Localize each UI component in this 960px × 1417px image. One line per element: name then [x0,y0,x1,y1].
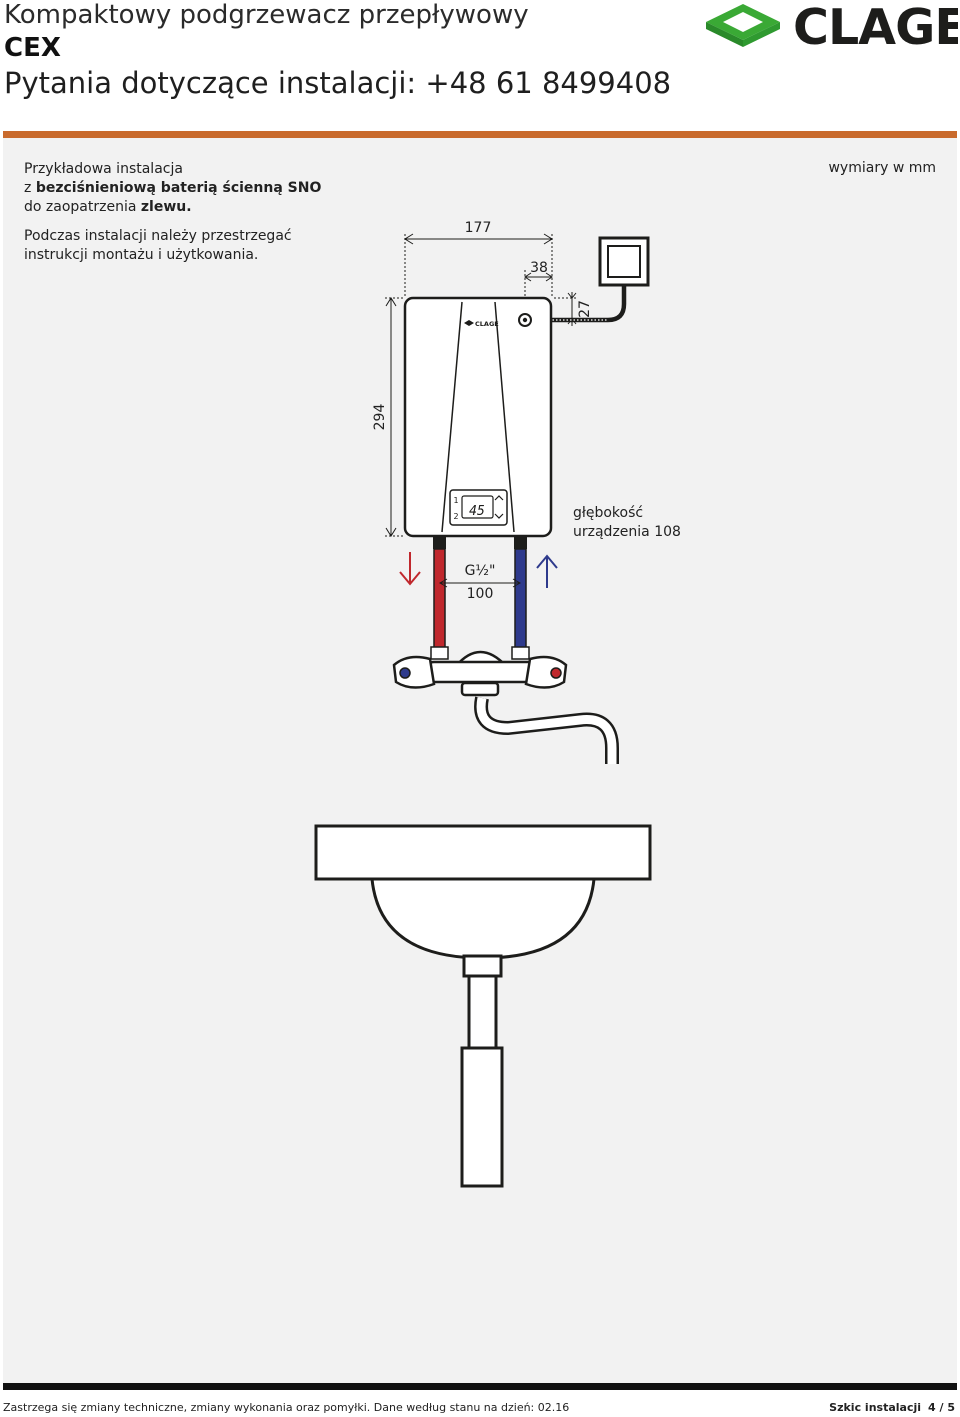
intro-text: Przykładowa instalacja z bezciśnieniową … [24,160,321,265]
water-heater: CLAGE 45 1 2 [403,296,553,538]
width-label: 177 [465,220,492,236]
page-header: Kompaktowy podgrzewacz przepływowy CEX P… [0,0,960,130]
footer-section: Szkic instalacji [829,1401,922,1414]
pipe-spacing-label: 100 [467,586,494,602]
program-button-1: 1 [453,496,458,505]
width-dimension [404,233,553,296]
model-name: CEX [4,33,61,63]
footer-disclaimer: Zastrzega się zmiany techniczne, zmiany … [3,1401,570,1414]
heater-brand-text: CLAGE [475,320,499,328]
clage-logo-mark [706,4,780,47]
depth-label-line-1: głębokość [573,505,643,521]
wall-faucet [392,650,619,764]
installation-drawing: 177 38 27 294 CLAGE 45 1 2 głębokość ur [314,220,681,1188]
top-offset-label: 27 [577,300,593,318]
intro-line-2: z bezciśnieniową baterią ścienną SNO [24,180,322,196]
footer-page-info: Szkic instalacji 4 / 5 [829,1401,955,1414]
page-title: Kompaktowy podgrzewacz przepływowy [4,0,529,30]
pipe-spacing-dimension [438,578,522,588]
hot-water-pipe [430,537,449,660]
program-button-2: 2 [453,512,458,521]
footer-rule [3,1383,957,1390]
side-offset-label: 38 [530,260,548,276]
units-label: wymiary w mm [828,160,936,176]
height-dimension [385,297,404,537]
control-display: 45 1 2 [449,489,508,526]
contact-line: Pytania dotyczące instalacji: +48 61 849… [4,66,672,100]
cold-water-pipe [511,537,530,660]
thread-label: G½" [465,563,496,579]
footer-page-number: 4 / 5 [928,1401,955,1414]
arrow-up-icon [494,495,504,501]
cold-flow-arrow-icon [536,554,558,588]
arrow-down-icon [494,513,504,519]
junction-box [598,236,650,287]
clage-logo: CLAGE [706,0,958,50]
display-value: 45 [469,504,485,519]
clage-logo-text: CLAGE [793,0,958,50]
height-label: 294 [372,404,388,431]
note-line-2: instrukcji montażu i użytkowania. [24,247,259,263]
heater-brand: CLAGE [464,320,499,328]
power-cable [528,284,627,323]
depth-label-line-2: urządzenia 108 [573,524,681,540]
note-line-1: Podczas instalacji należy przestrzegać [24,228,292,244]
intro-line-1: Przykładowa instalacja [24,161,183,177]
hot-flow-arrow-icon [399,552,421,586]
washbasin [314,824,652,1188]
accent-rule [3,131,957,138]
intro-line-3: do zaopatrzenia zlewu. [24,199,192,215]
